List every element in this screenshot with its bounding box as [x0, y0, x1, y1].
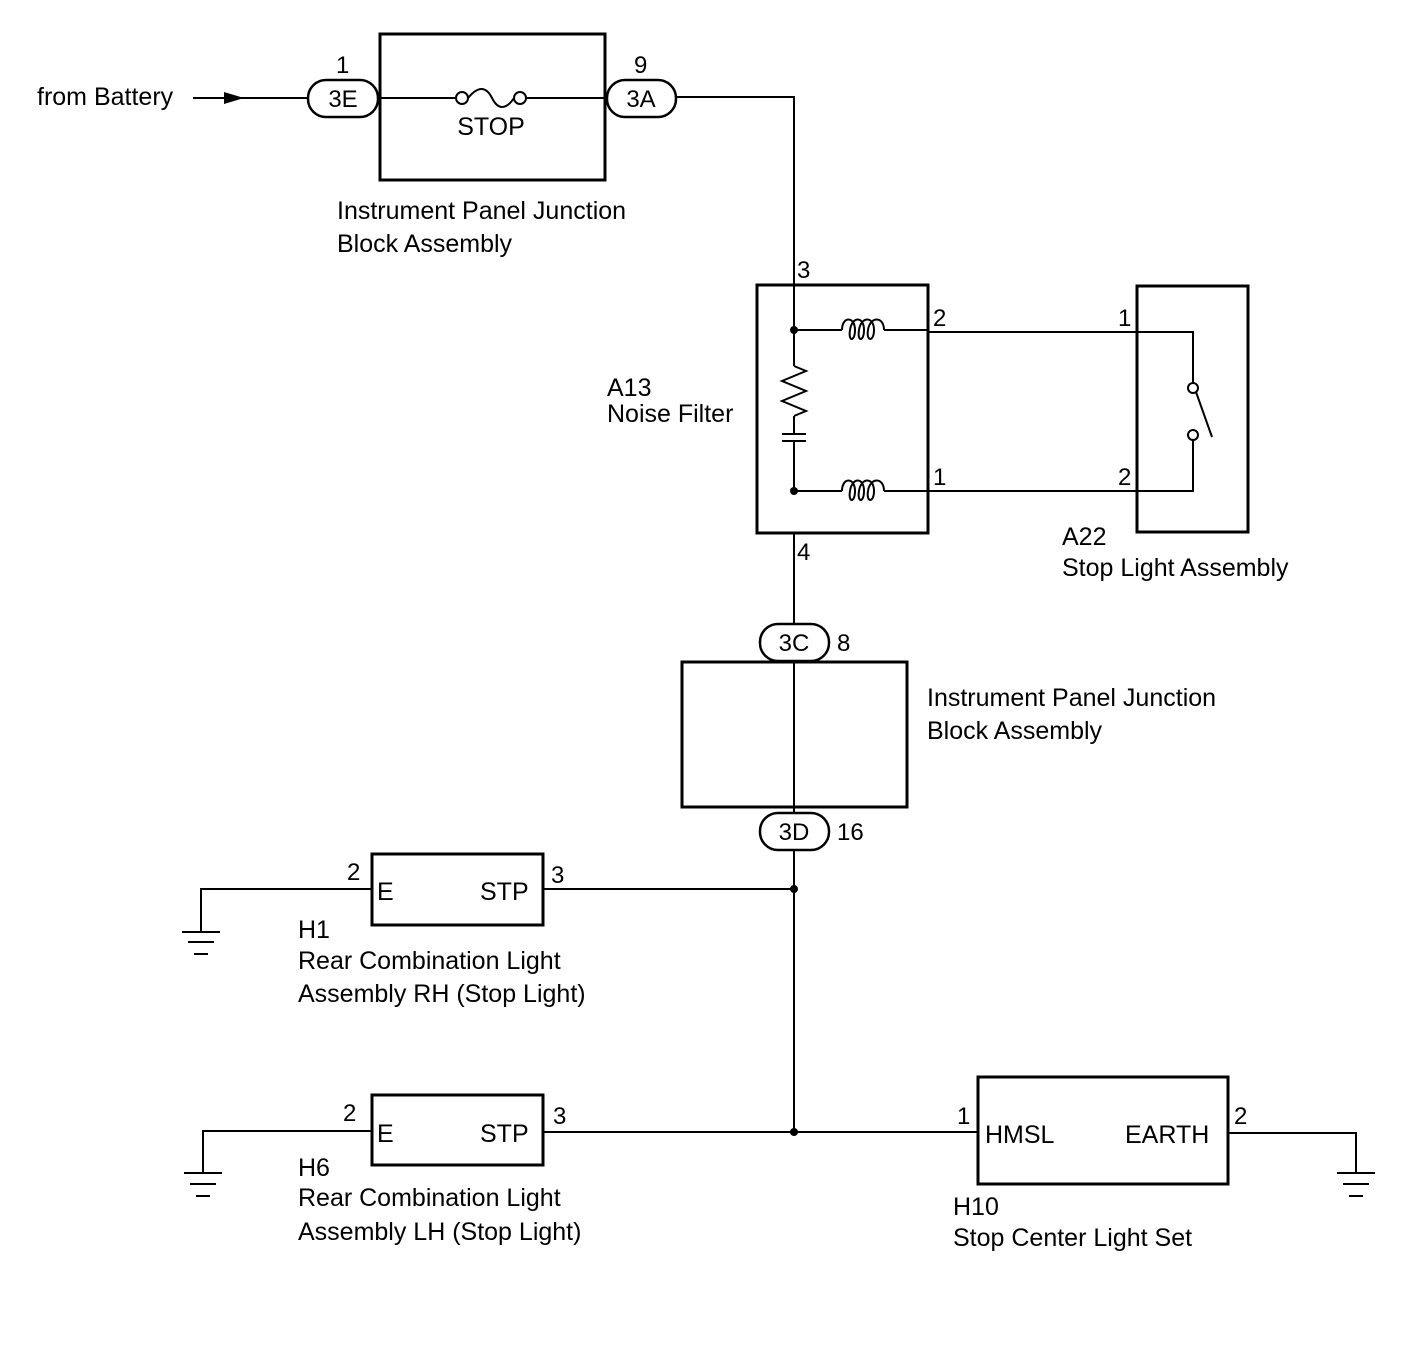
rear-light-lh-terminal-stp: STP	[480, 1120, 529, 1148]
fuse-icon	[380, 88, 605, 108]
junction-block-2-name-line1: Instrument Panel Junction	[927, 684, 1216, 712]
center-light-name: Stop Center Light Set	[953, 1224, 1192, 1252]
connector-3e-label: 3E	[328, 86, 357, 113]
rear-light-lh-name-line1: Rear Combination Light	[298, 1184, 561, 1212]
stop-light-switch-box	[1135, 284, 1250, 534]
rear-light-rh-pin-left: 2	[347, 859, 360, 886]
noise-filter-pin-top: 3	[797, 257, 810, 284]
noise-filter-code: A13	[607, 374, 651, 402]
stop-light-switch-name: Stop Light Assembly	[1062, 554, 1289, 582]
fuse-block-name-line1: Instrument Panel Junction	[337, 197, 626, 225]
center-light-box	[976, 1075, 1230, 1186]
connector-3c-label: 3C	[779, 630, 810, 657]
rear-light-rh-terminal-e: E	[377, 878, 394, 906]
junction-block-2-pin-in: 8	[837, 630, 850, 657]
stop-light-switch-pin-top: 1	[1118, 305, 1131, 332]
junction-block-2-name-line2: Block Assembly	[927, 717, 1103, 745]
noise-filter-pin-right-top: 2	[933, 305, 946, 332]
ground-icon	[184, 1172, 222, 1197]
wire-rear-lh-ground	[202, 1130, 372, 1173]
ground-icon	[182, 931, 220, 955]
rear-light-lh-terminal-e: E	[377, 1120, 394, 1148]
fuse-label: STOP	[457, 113, 525, 141]
wire-3a-to-filter	[676, 96, 795, 330]
noise-filter-pin-right-bottom: 1	[933, 464, 946, 491]
stop-light-switch-pin-bottom: 2	[1118, 464, 1131, 491]
fuse-block-box	[378, 32, 607, 182]
wire-rear-rh-ground	[200, 888, 372, 932]
rear-light-rh-name-line2: Assembly RH (Stop Light)	[298, 980, 586, 1008]
center-light-terminal-earth: EARTH	[1125, 1121, 1209, 1149]
rear-light-lh-name-line2: Assembly LH (Stop Light)	[298, 1218, 581, 1246]
source-arrow	[193, 92, 308, 104]
stop-light-switch-code: A22	[1062, 523, 1106, 551]
junction-block-2-pin-out: 16	[837, 819, 864, 846]
rear-light-rh-terminal-stp: STP	[480, 878, 529, 906]
fuse-block-pin-out: 9	[634, 52, 647, 79]
fuse-block-pin-in: 1	[336, 52, 349, 79]
connector-3e: 3E	[306, 78, 380, 119]
connector-3a: 3A	[605, 78, 678, 119]
ground-icon	[1337, 1172, 1375, 1197]
rear-light-rh-pin-right: 3	[551, 862, 564, 889]
rear-light-lh-code: H6	[298, 1154, 330, 1182]
center-light-pin-right: 2	[1234, 1103, 1247, 1130]
connector-3d-label: 3D	[779, 819, 810, 846]
connector-3a-label: 3A	[626, 86, 655, 113]
wire-center-ground	[1228, 1132, 1357, 1173]
noise-filter-internals	[779, 318, 928, 501]
connector-3c: 3C	[758, 622, 831, 663]
connector-3d: 3D	[758, 811, 831, 852]
rear-light-lh-pin-left: 2	[343, 1100, 356, 1127]
center-light-pin-left: 1	[957, 1103, 970, 1130]
switch-icon	[1137, 331, 1213, 492]
rear-light-lh-pin-right: 3	[553, 1103, 566, 1130]
source-label: from Battery	[37, 83, 174, 111]
center-light-code: H10	[953, 1193, 999, 1221]
noise-filter-pin-bottom: 4	[797, 539, 810, 566]
rear-light-rh-code: H1	[298, 916, 330, 944]
rear-light-rh-name-line1: Rear Combination Light	[298, 947, 561, 975]
noise-filter-name: Noise Filter	[607, 400, 733, 428]
noise-filter-box	[755, 283, 930, 535]
center-light-terminal-hmsl: HMSL	[985, 1121, 1055, 1149]
fuse-block-name-line2: Block Assembly	[337, 230, 513, 258]
